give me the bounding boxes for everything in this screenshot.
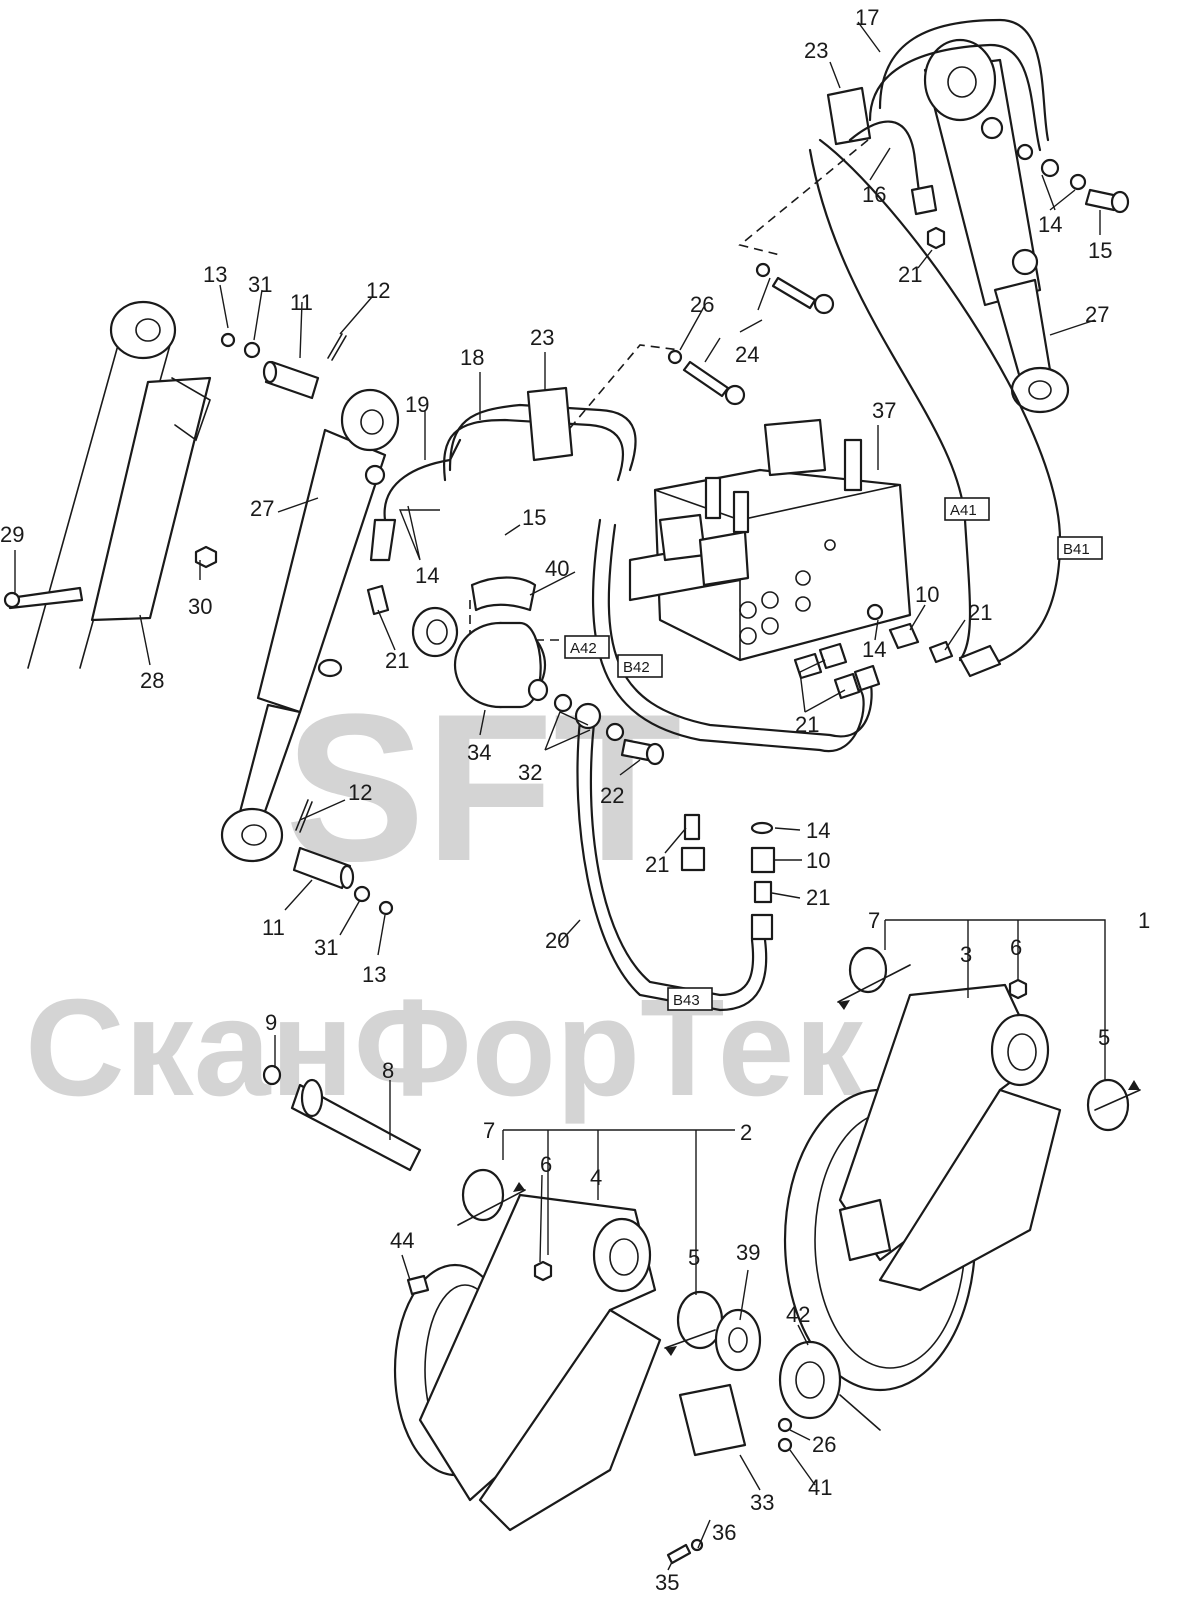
callout-10: 10: [915, 582, 939, 607]
callout-39: 39: [736, 1240, 760, 1265]
callout-21c: 21: [968, 600, 992, 625]
callout-labels: 1 2 3 4 5 5 6 6 7 7 8 9 10 10 11 11 12 1…: [0, 5, 1150, 1595]
callout-21f: 21: [806, 885, 830, 910]
callout-34: 34: [467, 740, 491, 765]
callout-11b: 11: [262, 915, 285, 940]
callout-21b: 21: [898, 262, 922, 287]
callout-7: 7: [868, 908, 880, 933]
callout-14b: 14: [415, 563, 439, 588]
callout-22: 22: [600, 783, 624, 808]
callout-3: 3: [960, 942, 972, 967]
watermark-logo: SFT: [285, 670, 682, 905]
callout-37: 37: [872, 398, 896, 423]
callout-44: 44: [390, 1228, 414, 1253]
watermark-text: СканФорТек: [25, 971, 864, 1125]
callout-29: 29: [0, 522, 24, 547]
callout-16: 16: [862, 182, 886, 207]
hoses-main: [366, 138, 1062, 1012]
callout-27b: 27: [250, 496, 274, 521]
callout-40: 40: [545, 556, 569, 581]
callout-30: 30: [188, 594, 212, 619]
callout-13: 13: [203, 262, 227, 287]
cylinder-main: [220, 388, 400, 863]
callout-36: 36: [712, 1520, 736, 1545]
tag-b42: B42: [617, 654, 663, 678]
callout-19: 19: [405, 392, 429, 417]
callout-33: 33: [750, 1490, 774, 1515]
callout-15: 15: [1088, 238, 1112, 263]
callout-26b: 26: [812, 1432, 836, 1457]
callout-5: 5: [1098, 1025, 1110, 1050]
valve-fittings: [680, 603, 954, 941]
callout-23: 23: [804, 38, 828, 63]
callout-23b: 23: [530, 325, 554, 350]
cylinder-upper-right: [826, 18, 1130, 414]
valve-block: [628, 418, 912, 662]
callout-21d: 21: [795, 712, 819, 737]
callout-21e: 21: [645, 852, 669, 877]
callout-17: 17: [855, 5, 879, 30]
callout-15b: 15: [522, 505, 546, 530]
callout-14c: 14: [862, 637, 886, 662]
hose-tags: A41 B41 A42 B42 B43: [564, 497, 1103, 1011]
callout-12b: 12: [348, 780, 372, 805]
leader-lines: [14, 21, 1106, 1571]
callout-4: 4: [590, 1165, 602, 1190]
callout-2: 2: [740, 1120, 752, 1145]
callout-11: 11: [290, 290, 313, 315]
svg-text:A42: A42: [570, 640, 597, 657]
callout-35: 35: [655, 1570, 679, 1595]
pin-hardware: [220, 332, 394, 916]
svg-text:B43: B43: [673, 992, 700, 1009]
callout-14d: 14: [806, 818, 830, 843]
callout-18: 18: [460, 345, 484, 370]
callout-5b: 5: [688, 1245, 700, 1270]
mower-unit-lower: [262, 1064, 881, 1565]
callout-7b: 7: [483, 1118, 495, 1143]
filter-assembly: [411, 576, 665, 766]
callout-41: 41: [808, 1475, 832, 1500]
bolts-24: [667, 262, 835, 406]
callout-31: 31: [248, 272, 272, 297]
svg-text:A41: A41: [950, 502, 977, 519]
callout-26: 26: [690, 292, 714, 317]
callout-32: 32: [518, 760, 542, 785]
tag-b41: B41: [1057, 536, 1103, 560]
callout-20: 20: [545, 928, 569, 953]
callout-10b: 10: [806, 848, 830, 873]
watermark: SFT СканФорТек: [25, 670, 864, 1125]
tag-a41: A41: [944, 497, 990, 521]
callout-13b: 13: [362, 962, 386, 987]
callout-8: 8: [382, 1058, 394, 1083]
callout-28: 28: [140, 668, 164, 693]
callout-1: 1: [1138, 908, 1150, 933]
callout-42: 42: [786, 1302, 810, 1327]
callout-14: 14: [1038, 212, 1062, 237]
cylinder-left-background: [3, 300, 218, 669]
tag-b43: B43: [667, 987, 713, 1011]
callout-21: 21: [385, 648, 409, 673]
callout-27: 27: [1085, 302, 1109, 327]
callout-31b: 31: [314, 935, 338, 960]
mower-unit-right: [783, 946, 1141, 1392]
svg-text:B41: B41: [1063, 541, 1090, 558]
callout-6b: 6: [540, 1152, 552, 1177]
svg-text:B42: B42: [623, 659, 650, 676]
callout-12: 12: [366, 278, 390, 303]
callout-24: 24: [735, 342, 759, 367]
tag-a42: A42: [564, 635, 610, 659]
callout-9: 9: [265, 1010, 277, 1035]
callout-6: 6: [1010, 935, 1022, 960]
